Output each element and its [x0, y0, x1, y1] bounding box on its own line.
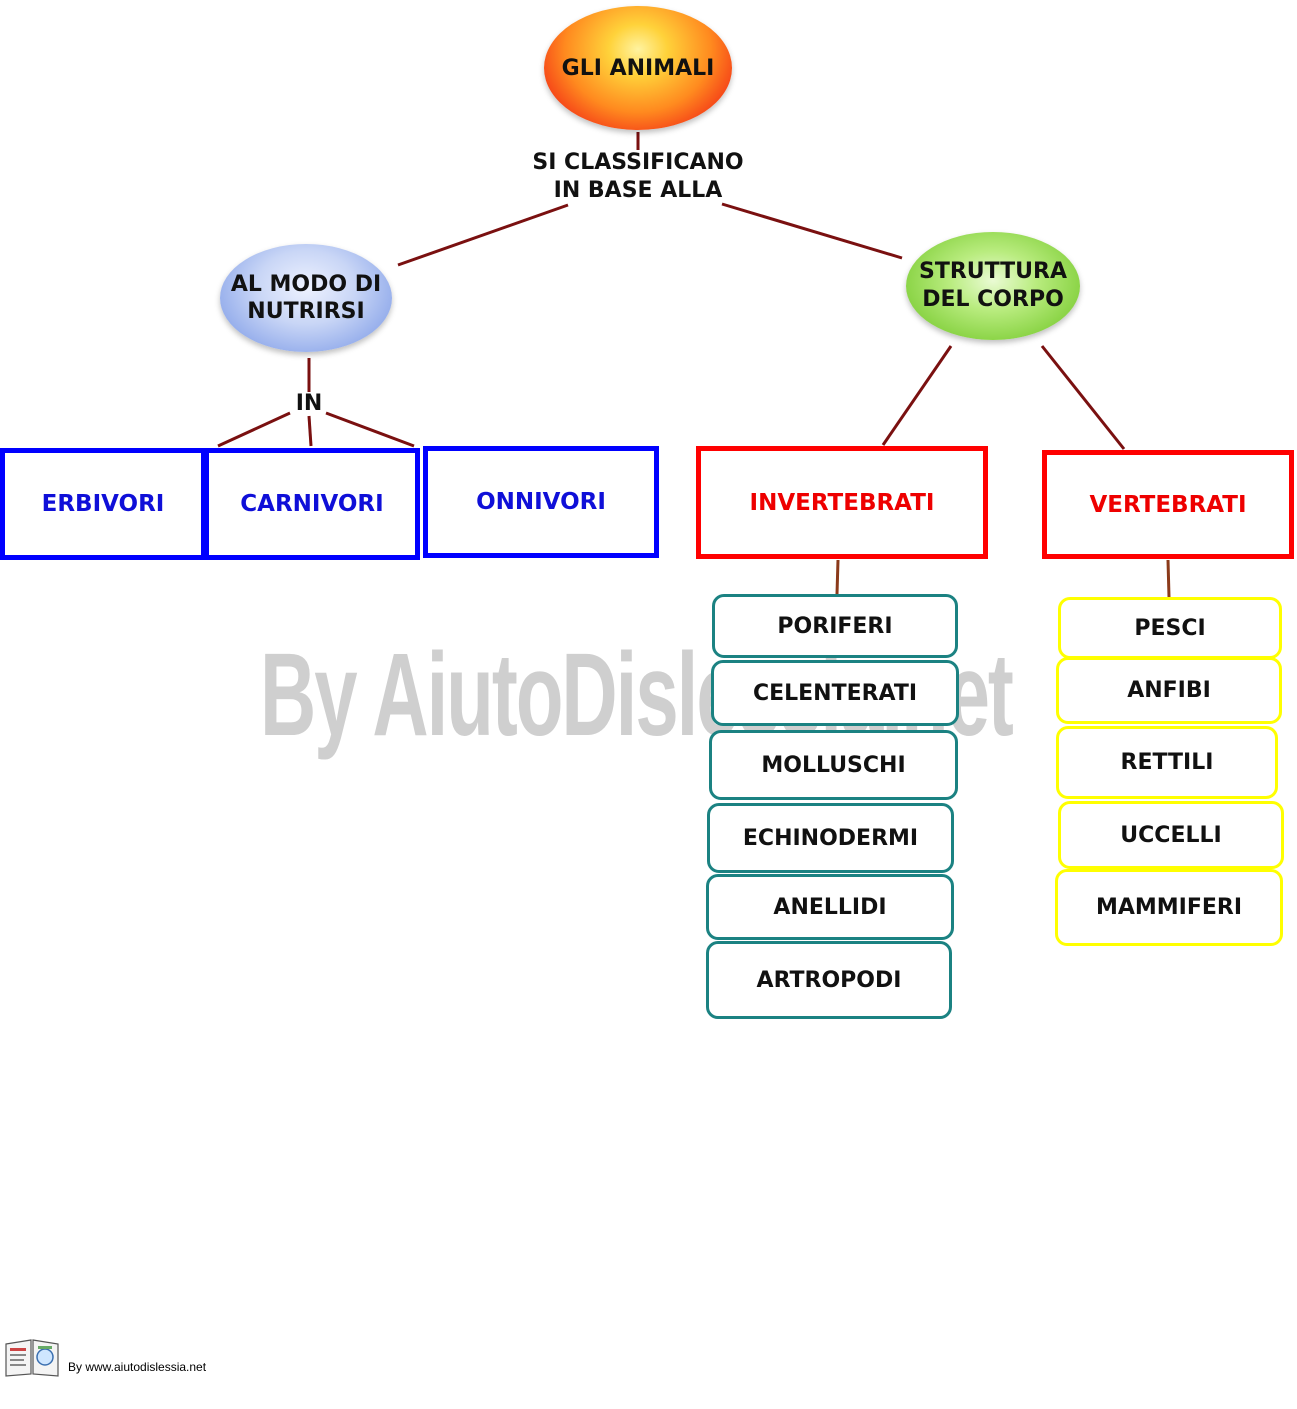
list-item-pesci: PESCI: [1058, 597, 1282, 659]
erbivori-box: ERBIVORI: [0, 448, 206, 560]
book-logo-icon: [5, 1339, 59, 1377]
connector-in-to-carnivori: [307, 415, 313, 447]
onnivori-box: ONNIVORI: [423, 446, 659, 558]
carnivori-label: CARNIVORI: [240, 491, 384, 517]
rettili-label: RETTILI: [1120, 750, 1214, 775]
structure-title-line2: DEL CORPO: [922, 287, 1064, 312]
list-item-celenterati: CELENTERATI: [711, 660, 959, 726]
root-link-line2: IN BASE ALLA: [553, 178, 723, 203]
carnivori-box: CARNIVORI: [204, 448, 420, 560]
root-link-line1: SI CLASSIFICANO: [532, 150, 744, 175]
invertebrati-box: INVERTEBRATI: [696, 446, 988, 559]
watermark: By AiutoDislessia.net: [260, 629, 1014, 761]
molluschi-label: MOLLUSCHI: [761, 752, 906, 778]
celenterati-label: CELENTERATI: [752, 680, 918, 706]
footer-credit: By www.aiutodislessia.net: [68, 1360, 207, 1374]
list-item-artropodi: ARTROPODI: [706, 941, 952, 1019]
artropodi-label: ARTROPODI: [756, 967, 902, 993]
connector-link-to-nutrition: [397, 203, 569, 267]
connector-structure-to-invertebrati: [881, 345, 953, 446]
list-item-poriferi: PORIFERI: [712, 594, 958, 658]
echinodermi-label: ECHINODERMI: [742, 825, 919, 851]
vertebrati-label: VERTEBRATI: [1089, 491, 1247, 518]
connector-in-to-erbivori: [217, 411, 291, 448]
nutrition-link-phrase: IN: [295, 391, 323, 416]
root-node: GLI ANIMALI: [544, 6, 732, 130]
connector-link-to-structure: [721, 202, 903, 260]
pesci-label: PESCI: [1134, 615, 1206, 641]
list-item-molluschi: MOLLUSCHI: [709, 730, 958, 800]
mammiferi-label: MAMMIFERI: [1095, 895, 1243, 920]
anfibi-label: ANFIBI: [1127, 678, 1211, 703]
list-item-mammiferi: MAMMIFERI: [1055, 869, 1283, 946]
connector-structure-to-vertebrati: [1040, 345, 1126, 450]
nutrition-title-line2: NUTRIRSI: [247, 299, 365, 324]
list-item-echinodermi: ECHINODERMI: [707, 803, 954, 873]
root-link-phrase: SI CLASSIFICANO IN BASE ALLA: [498, 149, 778, 205]
onnivori-label: ONNIVORI: [476, 489, 606, 515]
structure-title-line1: STRUTTURA: [918, 259, 1067, 284]
list-item-anfibi: ANFIBI: [1056, 657, 1282, 724]
erbivori-label: ERBIVORI: [41, 491, 165, 517]
root-label: GLI ANIMALI: [561, 55, 715, 81]
connector-in-to-onnivori: [325, 411, 415, 448]
connector-vertebrati-to-list: [1166, 559, 1171, 598]
list-item-anellidi: ANELLIDI: [706, 874, 954, 940]
structure-node: STRUTTURA DEL CORPO: [906, 232, 1080, 340]
poriferi-label: PORIFERI: [777, 613, 893, 639]
vertebrati-box: VERTEBRATI: [1042, 450, 1294, 559]
list-item-uccelli: UCCELLI: [1058, 801, 1284, 869]
nutrition-title-line1: AL MODO DI: [230, 272, 382, 297]
list-item-rettili: RETTILI: [1056, 726, 1278, 799]
uccelli-label: UCCELLI: [1120, 822, 1222, 848]
invertebrati-label: INVERTEBRATI: [749, 489, 935, 516]
nutrition-node: AL MODO DI NUTRIRSI: [220, 244, 392, 352]
anellidi-label: ANELLIDI: [773, 894, 887, 920]
connector-invertebrati-to-list: [835, 559, 840, 595]
